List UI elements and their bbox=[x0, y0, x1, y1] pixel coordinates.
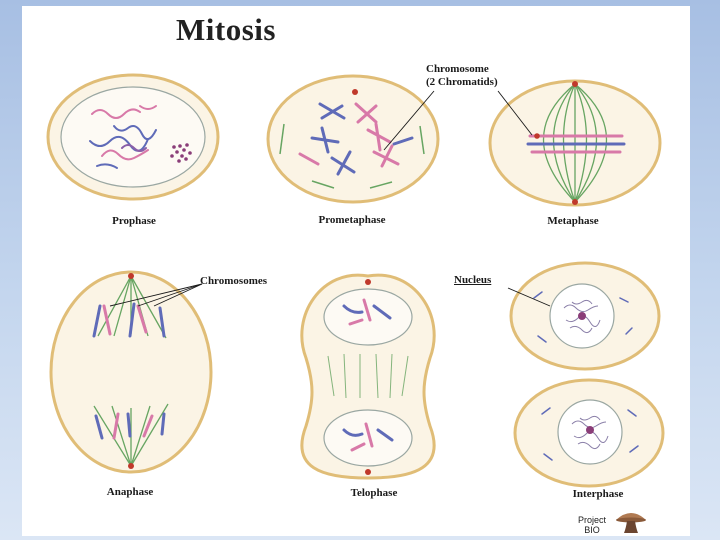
telophase-cell bbox=[300, 273, 436, 480]
label-anaphase: Anaphase bbox=[106, 486, 154, 498]
interphase-cell-bottom bbox=[513, 378, 665, 488]
spindle-fibers bbox=[543, 83, 607, 203]
interphase-cell-top bbox=[509, 261, 661, 371]
chromosomes-top bbox=[92, 302, 166, 338]
mitosis-diagram bbox=[46, 73, 665, 488]
label-metaphase: Metaphase bbox=[547, 215, 599, 227]
metaphase-cell bbox=[488, 79, 662, 207]
chromatin bbox=[563, 299, 601, 334]
chromosome-callout-line2: (2 Chromatids) bbox=[426, 76, 498, 88]
chromosomes-top bbox=[342, 298, 392, 326]
footer-brand-line2: BIO bbox=[584, 525, 600, 535]
prophase-cell bbox=[46, 73, 220, 201]
cytoplasm-fibers bbox=[533, 291, 633, 343]
label-interphase: Interphase bbox=[572, 488, 624, 500]
chromosomes-bottom bbox=[94, 412, 166, 440]
chromosomes-bottom bbox=[342, 422, 394, 452]
label-prophase: Prophase bbox=[112, 215, 156, 227]
footer-brand-line1: Project bbox=[577, 515, 606, 525]
chromosomes bbox=[526, 134, 626, 154]
slide: Mitosis bbox=[22, 6, 690, 536]
nucleolus bbox=[170, 143, 192, 163]
chromosomes-callout-label: Chromosomes bbox=[200, 275, 268, 287]
nucleus-callout-label: Nucleus bbox=[454, 274, 492, 286]
footer-brand: Project BIO bbox=[562, 515, 622, 535]
chromosome-callout-label: Chromosome (2 Chromatids) bbox=[426, 63, 498, 89]
nuclear-fragments bbox=[279, 123, 425, 189]
chromatin bbox=[89, 105, 157, 169]
mushroom-icon bbox=[616, 513, 646, 533]
midzone-fibers bbox=[327, 353, 409, 399]
callout-lines bbox=[109, 90, 551, 307]
anaphase-cell bbox=[49, 270, 213, 474]
cytoplasm-fibers bbox=[541, 407, 639, 461]
label-telophase: Telophase bbox=[350, 487, 398, 499]
label-prometaphase: Prometaphase bbox=[318, 214, 386, 226]
prometaphase-cell bbox=[266, 74, 440, 204]
page-title: Mitosis bbox=[176, 12, 276, 47]
chromosomes bbox=[298, 102, 414, 176]
chromosome-callout-line1: Chromosome bbox=[426, 63, 489, 75]
